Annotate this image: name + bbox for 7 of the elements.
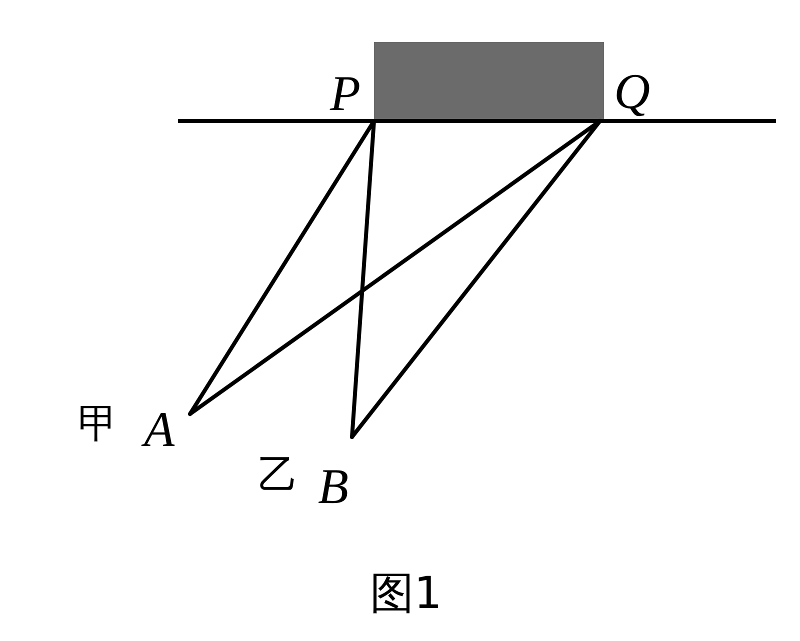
light-ray	[350, 119, 602, 439]
figure-caption: 图1	[370, 572, 442, 616]
point-label: Q	[614, 66, 650, 116]
person-label: 甲	[78, 404, 118, 444]
point-label: P	[330, 68, 361, 118]
point-label: B	[318, 461, 349, 511]
person-label: 乙	[258, 455, 298, 495]
